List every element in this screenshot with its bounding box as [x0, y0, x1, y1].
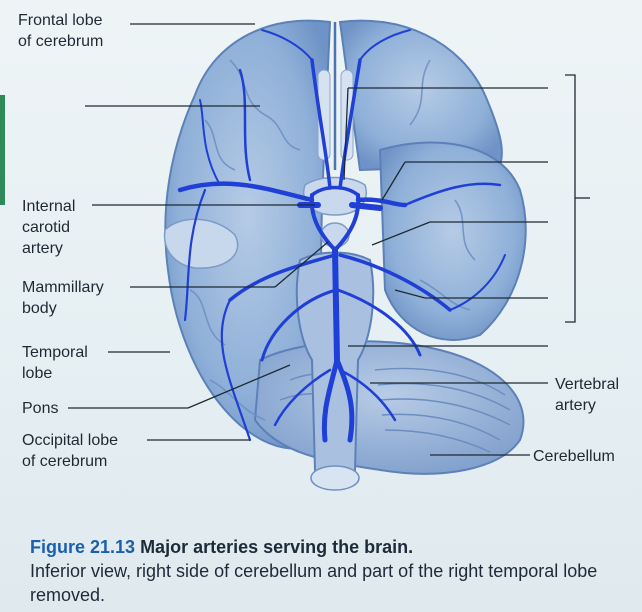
figure-number: Figure 21.13 — [30, 537, 136, 557]
left-hemisphere — [164, 19, 332, 450]
figure-title: Major arteries serving the brain. — [140, 537, 414, 557]
label-cerebellum: Cerebellum — [533, 448, 615, 465]
bracket — [565, 74, 576, 323]
label-temporal-lobe: Temporal lobe — [22, 344, 88, 382]
label-frontal-lobe: Frontal lobe of cerebrum — [18, 12, 104, 50]
right-temporal-region — [378, 141, 527, 341]
label-occipital-lobe: Occipital lobe of cerebrum — [22, 432, 119, 470]
label-pons: Pons — [22, 400, 59, 417]
cerebellum-shape — [253, 340, 525, 475]
figure-description: Inferior view, right side of cerebellum … — [30, 561, 598, 605]
label-vertebral-artery: Vertebral artery — [555, 376, 620, 414]
label-internal-carotid: Internal carotid artery — [22, 198, 76, 257]
figure-caption: Figure 21.13 Major arteries serving the … — [30, 535, 630, 607]
page-edge-tab — [0, 95, 5, 205]
left-cut-surface — [163, 218, 239, 269]
label-mammillary-body: Mammillary body — [22, 279, 104, 317]
